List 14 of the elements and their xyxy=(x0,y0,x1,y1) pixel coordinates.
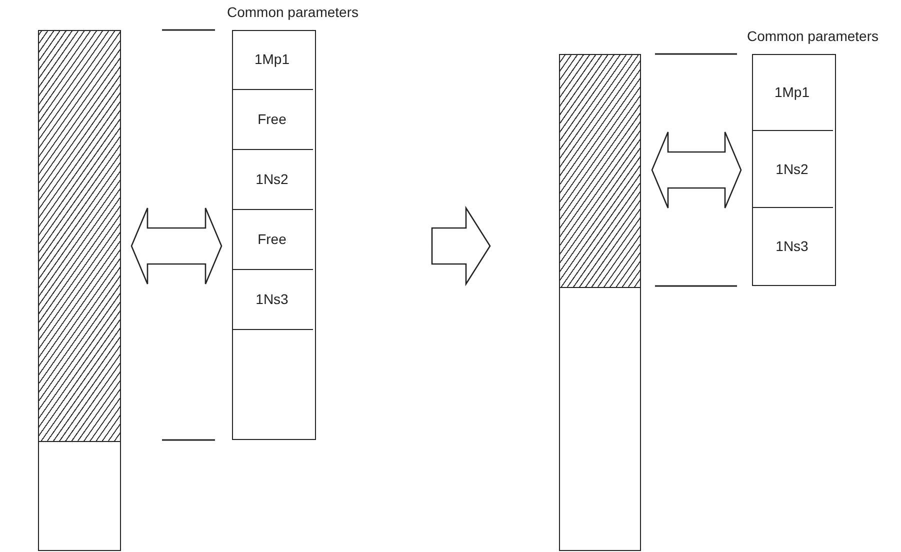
cell-label: 1Mp1 xyxy=(254,51,290,67)
column-heading: Common parameters xyxy=(227,4,358,20)
column-heading: Common parameters xyxy=(747,28,878,44)
cell-label: Free xyxy=(258,111,286,127)
cell-label: 1Ns2 xyxy=(256,171,288,187)
cell-label: 1Mp1 xyxy=(774,84,810,100)
memory-bar xyxy=(559,54,641,551)
cell-label: 1Ns3 xyxy=(256,291,288,307)
cell-label: 1Ns3 xyxy=(776,238,808,254)
memory-bar xyxy=(38,30,121,551)
double-block-arrow xyxy=(651,131,742,209)
cell-label: Free xyxy=(258,231,286,247)
cell-label: 1Ns2 xyxy=(776,160,808,176)
double-block-arrow xyxy=(130,207,222,285)
